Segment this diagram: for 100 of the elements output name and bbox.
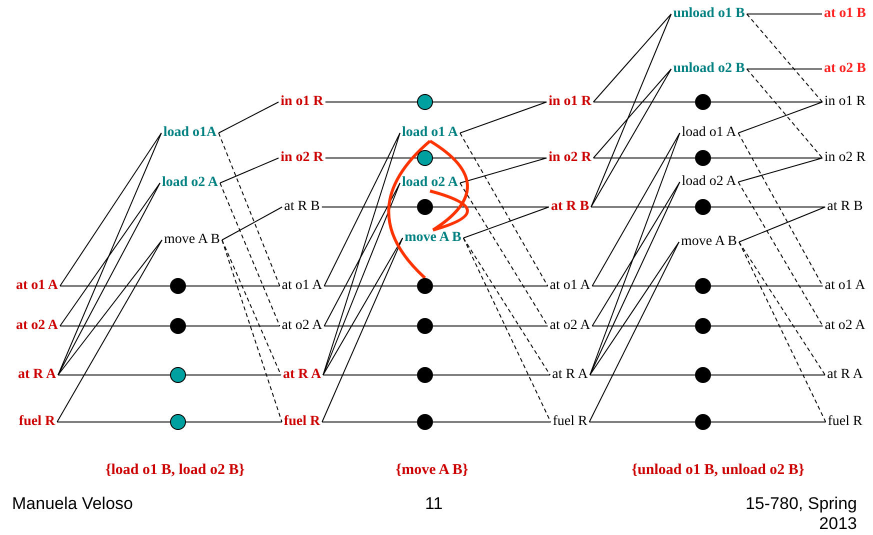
connector-line bbox=[60, 132, 162, 286]
connector-line bbox=[592, 132, 680, 286]
page-number: 11 bbox=[425, 494, 443, 514]
action-label: move A B bbox=[402, 230, 464, 246]
connector-line bbox=[710, 374, 826, 376]
level-caption: {move A B} bbox=[396, 462, 468, 479]
connector-line bbox=[58, 374, 170, 376]
connector-line bbox=[746, 68, 822, 70]
proposition-label: at o1 B bbox=[822, 6, 868, 22]
connector-line bbox=[324, 182, 400, 326]
proposition-label: at o1 A bbox=[14, 278, 60, 294]
connector-line bbox=[60, 182, 160, 326]
connector-line bbox=[590, 14, 672, 208]
proposition-label: in o2 R bbox=[546, 150, 594, 166]
author-name: Manuela Veloso bbox=[12, 494, 133, 514]
connector-line bbox=[589, 132, 680, 376]
action-label: unload o2 B bbox=[671, 61, 747, 77]
dashed-line bbox=[222, 240, 282, 422]
action-label: load o1 A bbox=[680, 125, 738, 141]
noop-circle bbox=[695, 414, 711, 430]
noop-circle bbox=[170, 414, 186, 430]
proposition-label: at o2 A bbox=[14, 318, 60, 334]
action-label: unload o1 B bbox=[671, 6, 747, 22]
noop-circle bbox=[170, 318, 186, 334]
mutex-curve bbox=[429, 140, 469, 232]
connector-line bbox=[322, 238, 404, 376]
noop-circle bbox=[417, 414, 433, 430]
connector-line bbox=[738, 158, 823, 182]
dashed-line bbox=[738, 132, 824, 286]
connector-line bbox=[322, 238, 404, 422]
dashed-line bbox=[738, 182, 824, 326]
noop-circle bbox=[695, 199, 711, 215]
proposition-label: at R A bbox=[550, 367, 590, 383]
connector-line bbox=[710, 206, 826, 208]
proposition-label: in o1 R bbox=[822, 94, 868, 110]
connector-line bbox=[460, 158, 548, 184]
proposition-label: fuel R bbox=[282, 414, 322, 430]
dashed-line bbox=[218, 132, 280, 286]
noop-circle bbox=[170, 367, 186, 383]
connector-line bbox=[590, 68, 672, 208]
proposition-label: at o2 A bbox=[822, 318, 868, 334]
course-label: 15-780, Spring 2013 bbox=[744, 494, 857, 534]
proposition-label: at o2 A bbox=[280, 318, 324, 334]
noop-circle bbox=[417, 199, 433, 215]
mutex-curve bbox=[430, 190, 469, 232]
dashed-line bbox=[462, 238, 551, 376]
connector-line bbox=[58, 240, 162, 376]
action-label: load o1A bbox=[161, 125, 219, 141]
proposition-label: at R A bbox=[825, 367, 865, 383]
proposition-label: at R B bbox=[825, 199, 865, 215]
mutex-curve bbox=[387, 140, 432, 280]
noop-circle bbox=[695, 150, 711, 166]
dashed-line bbox=[220, 182, 280, 326]
dashed-line bbox=[460, 182, 548, 326]
noop-circle bbox=[417, 367, 433, 383]
proposition-label: at o2 A bbox=[548, 318, 592, 334]
connector-line bbox=[218, 102, 280, 134]
connector-line bbox=[592, 14, 672, 102]
connector-line bbox=[322, 182, 400, 376]
proposition-label: at o2 B bbox=[822, 61, 868, 77]
proposition-label: at R A bbox=[16, 367, 58, 383]
connector-line bbox=[588, 242, 680, 422]
proposition-label: at R A bbox=[280, 367, 324, 383]
dashed-line bbox=[738, 242, 826, 422]
dashed-line bbox=[746, 68, 823, 158]
level-caption: {unload o1 B, unload o2 B} bbox=[632, 462, 804, 479]
proposition-label: at R B bbox=[548, 199, 592, 215]
connector-line bbox=[186, 374, 282, 376]
action-label: move A B bbox=[162, 232, 222, 248]
proposition-label: fuel R bbox=[550, 414, 590, 430]
noop-circle bbox=[695, 278, 711, 294]
proposition-label: at o1 A bbox=[280, 278, 324, 294]
connector-line bbox=[56, 240, 162, 422]
action-label: move A B bbox=[679, 234, 739, 250]
connector-line bbox=[592, 68, 672, 158]
connector-line bbox=[432, 206, 550, 208]
proposition-label: at o1 A bbox=[548, 278, 592, 294]
noop-circle bbox=[417, 150, 433, 166]
connector-line bbox=[324, 132, 400, 286]
proposition-label: in o1 R bbox=[278, 94, 326, 110]
proposition-label: in o1 R bbox=[546, 94, 594, 110]
connector-line bbox=[589, 242, 680, 376]
dashed-line bbox=[746, 14, 823, 102]
connector-line bbox=[321, 206, 418, 208]
connector-line bbox=[738, 206, 826, 242]
noop-circle bbox=[417, 318, 433, 334]
noop-circle bbox=[695, 94, 711, 110]
connector-line bbox=[322, 132, 400, 376]
level-caption: {load o1 B, load o2 B} bbox=[105, 462, 245, 479]
action-label: load o1 A bbox=[400, 125, 460, 141]
proposition-label: fuel R bbox=[16, 414, 58, 430]
connector-line bbox=[222, 206, 283, 240]
dashed-line bbox=[462, 238, 552, 422]
proposition-label: in o2 R bbox=[822, 150, 868, 166]
dashed-line bbox=[460, 132, 548, 286]
connector-line bbox=[220, 158, 280, 184]
connector-line bbox=[589, 374, 696, 376]
connector-line bbox=[738, 102, 823, 134]
connector-line bbox=[58, 132, 162, 376]
connector-line bbox=[462, 206, 550, 238]
